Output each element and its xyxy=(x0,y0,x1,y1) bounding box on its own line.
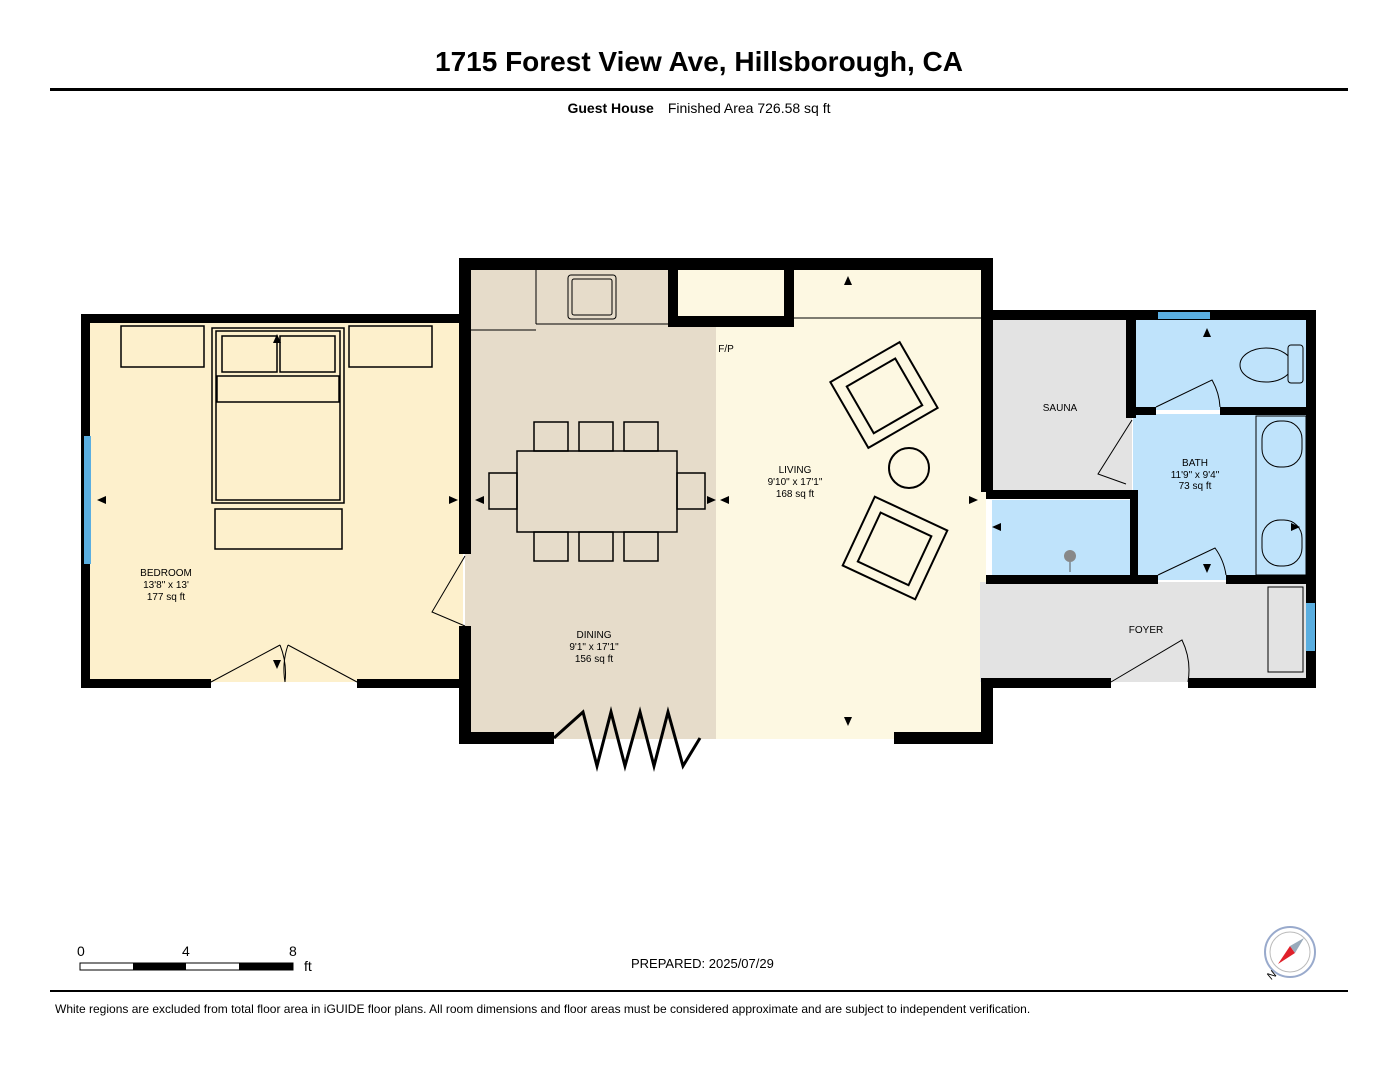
shower-icon xyxy=(1064,550,1076,572)
room-label-living: LIVING xyxy=(779,465,812,476)
plan-title: 1715 Forest View Ave, Hillsborough, CA xyxy=(435,46,963,77)
kitchen-counter xyxy=(471,270,668,331)
scale-label-8: 8 xyxy=(289,943,297,959)
bed-icon xyxy=(211,327,345,550)
nightstand-icons xyxy=(120,325,433,368)
room-dims-bath: 11'9" x 9'4" xyxy=(1171,470,1220,481)
foyer-floor xyxy=(980,582,1310,682)
room-label-bedroom: BEDROOM xyxy=(140,568,192,579)
compass-icon: N xyxy=(1264,926,1316,983)
scale-label-0: 0 xyxy=(77,943,85,959)
finished-area: Finished Area 726.58 sq ft xyxy=(667,100,831,116)
room-area-dining: 156 sq ft xyxy=(575,654,614,665)
room-label-foyer: FOYER xyxy=(1129,625,1163,636)
prepared-date: PREPARED: 2025/07/29 xyxy=(631,956,774,971)
scale-label-4: 4 xyxy=(182,943,190,959)
disclaimer-text: White regions are excluded from total fl… xyxy=(55,1002,1031,1016)
sauna-floor xyxy=(992,318,1132,496)
foyer-bench xyxy=(1267,586,1304,673)
dining-floor xyxy=(465,265,716,739)
window-bedroom xyxy=(84,436,91,564)
photo-markers xyxy=(97,276,1300,726)
room-area-bedroom: 177 sq ft xyxy=(147,592,186,603)
plan-subtitle: Guest House Finished Area 726.58 sq ft xyxy=(0,100,1398,116)
title-divider xyxy=(50,88,1348,91)
door-swings xyxy=(210,379,1227,683)
footer-divider xyxy=(50,990,1348,992)
fireplace-icon xyxy=(668,270,981,327)
room-label-sauna: SAUNA xyxy=(1043,403,1078,414)
window-bath xyxy=(1158,312,1210,319)
living-floor xyxy=(716,265,986,739)
room-area-living: 168 sq ft xyxy=(776,489,815,500)
room-dims-living: 9'10" x 17'1" xyxy=(768,477,823,488)
scale-bar xyxy=(79,962,294,971)
fireplace-label: F/P xyxy=(718,344,734,355)
armchair-icons xyxy=(828,340,949,601)
window-foyer xyxy=(1306,603,1315,651)
room-dims-bedroom: 13'8" x 13' xyxy=(143,580,189,591)
scale-unit: ft xyxy=(304,958,312,974)
shower-floor xyxy=(992,500,1135,578)
bedroom-floor xyxy=(87,320,463,682)
dining-table-icon xyxy=(488,421,706,562)
building-name: Guest House xyxy=(567,100,654,116)
sink-icons xyxy=(1255,415,1307,576)
room-label-bath: BATH xyxy=(1182,458,1208,469)
room-label-dining: DINING xyxy=(577,630,612,641)
toilet-icon xyxy=(1239,344,1304,384)
walls xyxy=(81,258,1316,744)
room-dims-dining: 9'1" x 17'1" xyxy=(569,642,619,653)
room-area-bath: 73 sq ft xyxy=(1179,481,1212,492)
bifold-door xyxy=(552,706,702,772)
